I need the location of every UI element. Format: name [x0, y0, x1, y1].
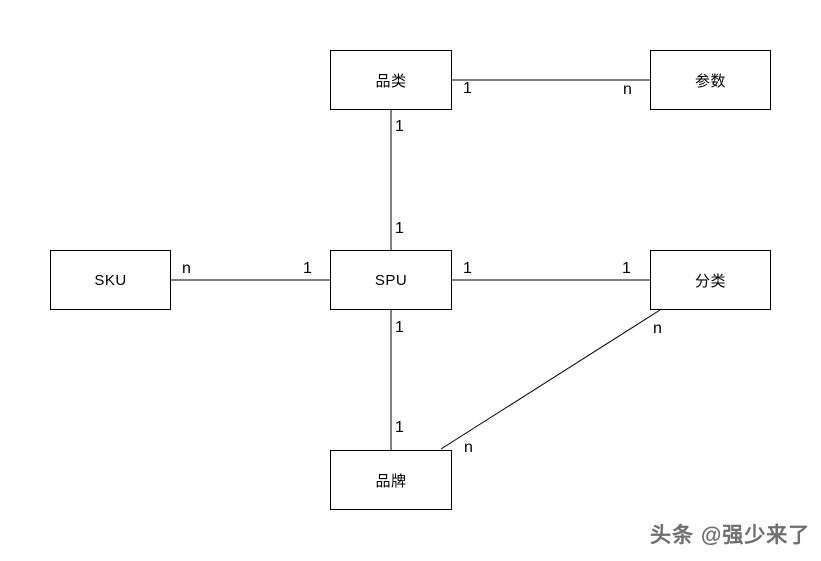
entity-label-sku: SKU [94, 271, 127, 289]
entity-box-sku: SKU [50, 250, 171, 310]
watermark-text: 头条 @强少来了 [650, 524, 811, 547]
entity-label-spu: SPU [374, 271, 408, 289]
cardinality-spu-pinpai-near-pinpai: 1 [395, 419, 404, 436]
edge-line-fenlei-pinpai [440, 309, 661, 450]
cardinality-spu-fenlei-near-fenlei: 1 [622, 260, 631, 277]
entity-box-fenlei: 分类 [650, 250, 771, 310]
cardinality-fenlei-pinpai-near-pinpai: n [464, 439, 473, 456]
cardinality-pinlei-spu-near-spu: 1 [395, 220, 404, 237]
entity-label-pinpai: 品牌 [375, 472, 407, 490]
cardinality-spu-pinpai-near-spu: 1 [395, 319, 404, 336]
cardinality-spu-fenlei-near-spu: 1 [463, 260, 472, 277]
cardinality-pinlei-canshu-near-pinlei: 1 [463, 80, 472, 97]
entity-box-spu: SPU [330, 250, 452, 310]
entity-label-canshu: 参数 [694, 72, 726, 90]
cardinality-sku-spu-near-sku: n [182, 260, 191, 277]
entity-label-fenlei: 分类 [694, 272, 726, 290]
cardinality-pinlei-spu-near-pinlei: 1 [395, 118, 404, 135]
cardinality-pinlei-canshu-near-canshu: n [623, 81, 632, 98]
entity-box-pinpai: 品牌 [330, 450, 452, 510]
entity-box-canshu: 参数 [650, 50, 771, 110]
entity-box-pinlei: 品类 [330, 50, 452, 110]
cardinality-sku-spu-near-spu: 1 [303, 260, 312, 277]
entity-label-pinlei: 品类 [375, 72, 407, 90]
cardinality-fenlei-pinpai-near-fenlei: n [653, 320, 662, 337]
